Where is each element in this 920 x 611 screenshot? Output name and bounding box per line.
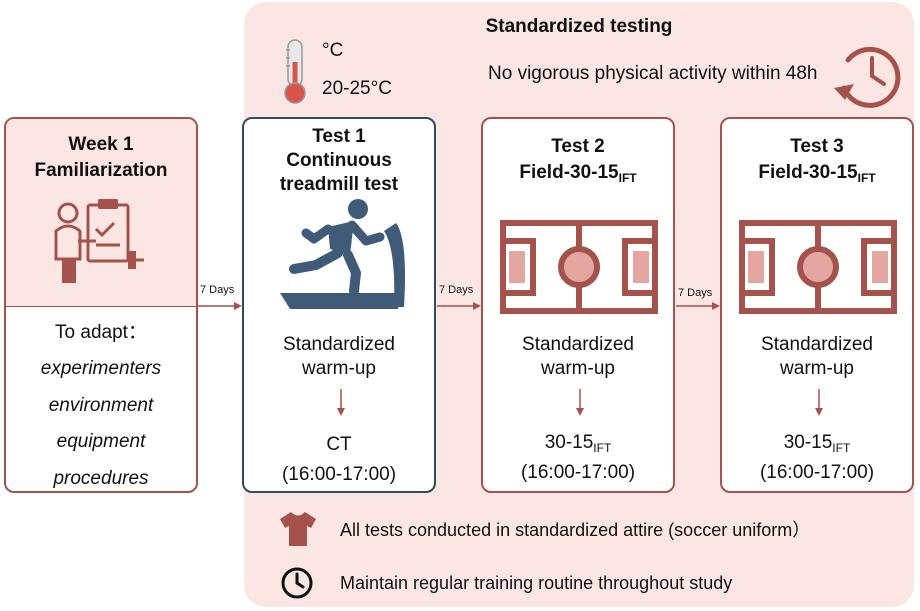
test2-subtitle: Field-30-15IFT: [519, 162, 637, 185]
shirt-icon: [280, 512, 316, 546]
adapt-item-experimenters: experimenters: [40, 358, 162, 379]
temperature-unit: °C: [322, 40, 344, 61]
test1-time: (16:00-17:00): [281, 464, 397, 485]
interval-label-2: 7 Days: [439, 284, 474, 296]
down-arrow: [576, 389, 584, 416]
test1-box: Test 1 Continuous treadmill test Standar…: [242, 117, 436, 493]
adapt-label: To adapt：: [55, 322, 147, 343]
clipboard-person-icon: [54, 199, 144, 283]
interval-label-3: 7 Days: [678, 287, 713, 299]
attire-note: All tests conducted in standardized atti…: [340, 520, 811, 540]
adapt-item-environment: environment: [48, 395, 154, 416]
week1-title: Week 1: [68, 134, 134, 155]
arrow-test1-test2: [437, 302, 481, 310]
test3-box: Test 3 Field-30-15IFT Standardized warm-…: [720, 117, 914, 493]
clock-icon: [281, 567, 313, 599]
week1-familiarization-box: Week 1 Familiarization To adapt： experim…: [4, 117, 198, 493]
clock-arrow-icon: [834, 46, 901, 108]
temperature-range: 20-25°C: [322, 78, 392, 99]
soccer-field-icon: [739, 220, 897, 314]
adapt-item-procedures: procedures: [53, 468, 149, 489]
down-arrow: [815, 389, 823, 416]
test3-title: Test 3: [790, 136, 844, 157]
down-arrow: [337, 389, 345, 416]
runner-treadmill-icon: [280, 199, 405, 309]
test2-warmup-line2: warm-up: [541, 358, 615, 379]
test1-title: Test 1: [312, 126, 366, 147]
rest-rule: No vigorous physical activity within 48h: [488, 63, 818, 84]
test3-time: (16:00-17:00): [759, 462, 875, 483]
test1-subtitle-2: treadmill test: [279, 174, 399, 195]
test1-warmup-line2: warm-up: [302, 358, 376, 379]
thermometer-icon: [284, 39, 306, 104]
test1-subtitle-1: Continuous: [286, 150, 392, 171]
routine-note: Maintain regular training routine throug…: [340, 573, 733, 593]
test1-warmup-line1: Standardized: [283, 334, 395, 355]
test2-protocol: 30-15IFT: [544, 432, 612, 455]
panel-title: Standardized testing: [485, 16, 673, 37]
arrow-week1-test1: [198, 302, 242, 310]
test2-box: Test 2 Field-30-15IFT Standardized warm-…: [481, 117, 675, 493]
arrow-test2-test3: [676, 302, 720, 310]
adapt-item-equipment: equipment: [56, 431, 146, 452]
interval-label-1: 7 Days: [200, 284, 235, 296]
week1-subtitle: Familiarization: [34, 160, 168, 181]
test2-time: (16:00-17:00): [520, 462, 636, 483]
test1-protocol: CT: [326, 434, 352, 455]
soccer-field-icon: [500, 220, 658, 314]
test3-subtitle: Field-30-15IFT: [758, 162, 876, 185]
test3-warmup-line1: Standardized: [761, 334, 873, 355]
test2-title: Test 2: [551, 136, 605, 157]
test3-warmup-line2: warm-up: [780, 358, 854, 379]
test3-protocol: 30-15IFT: [783, 432, 851, 455]
test2-warmup-line1: Standardized: [522, 334, 634, 355]
